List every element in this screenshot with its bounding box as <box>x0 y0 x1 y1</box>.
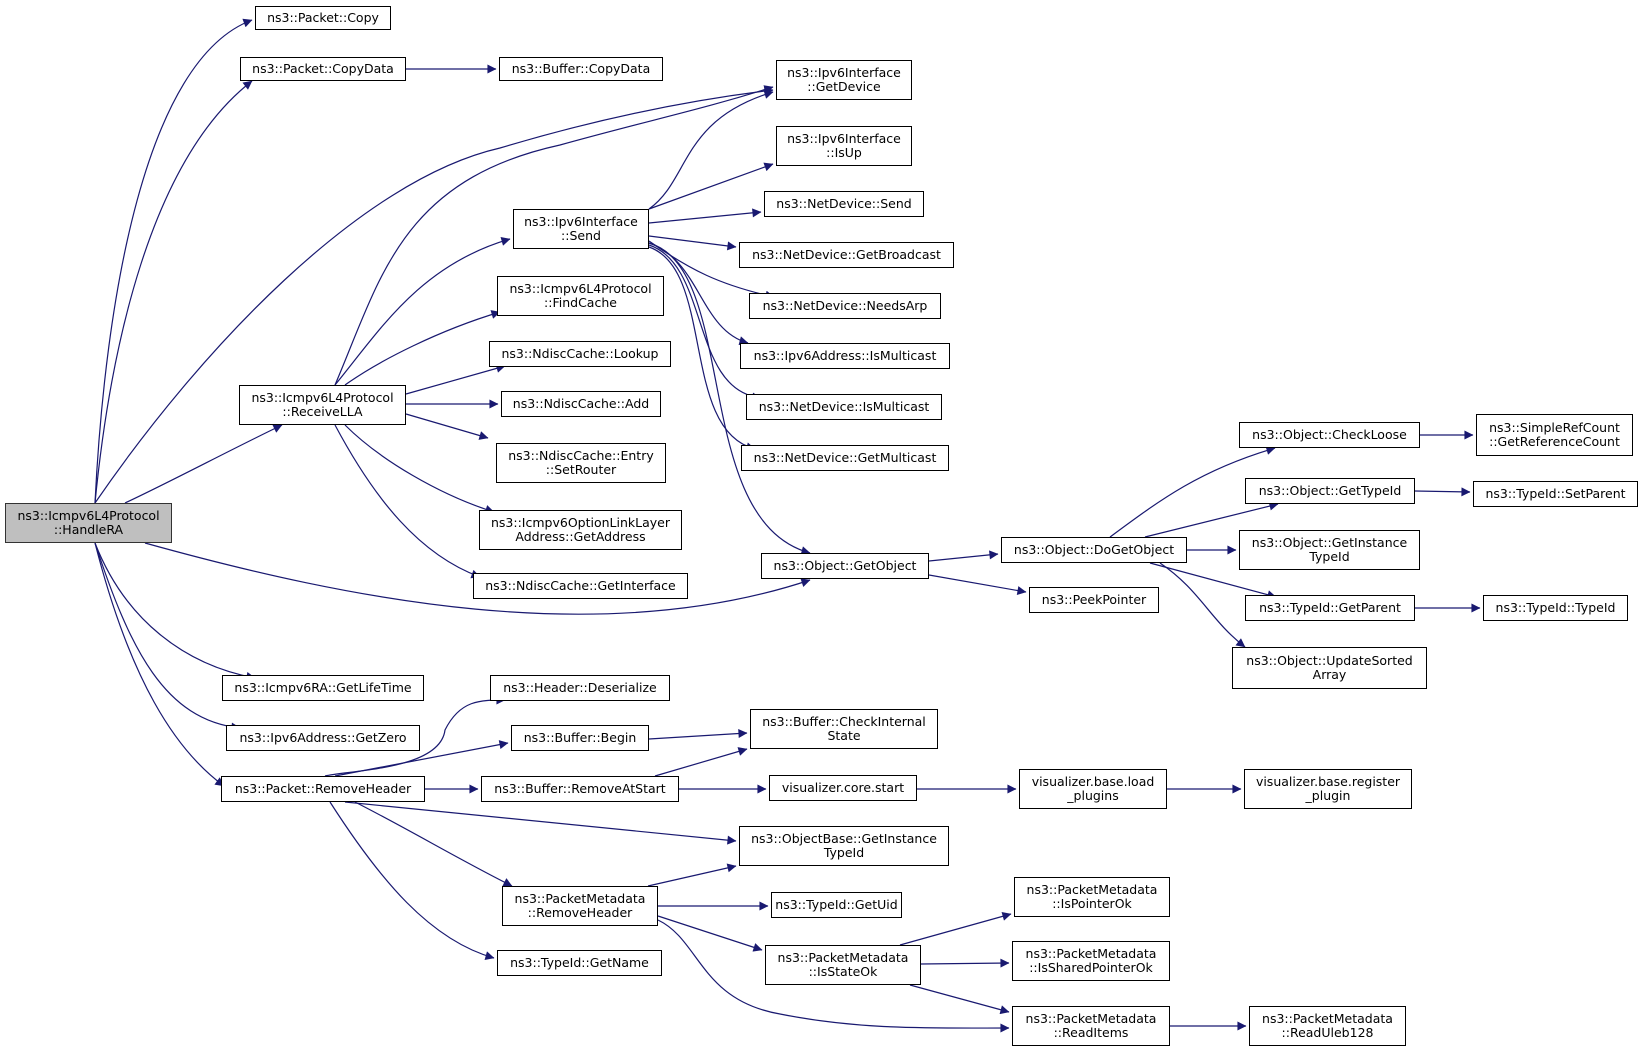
node-visualizer-base-register-plugin[interactable]: visualizer.base.register _plugin <box>1244 769 1412 809</box>
node-visualizer-core-start[interactable]: visualizer.core.start <box>769 775 917 801</box>
edge-isstateok-to-issharedpointerok <box>920 958 1010 968</box>
edge-receivella-to-linklayer-getaddress <box>344 424 495 514</box>
node-buffer-copydata[interactable]: ns3::Buffer::CopyData <box>499 57 663 81</box>
node-netdevice-needsarp[interactable]: ns3::NetDevice::NeedsArp <box>749 293 941 319</box>
node-header-deserialize[interactable]: ns3::Header::Deserialize <box>490 675 670 701</box>
edge-removeheader-to-pktmeta-removeheader <box>354 801 513 887</box>
edge-send-to-getbroadcast <box>648 235 737 251</box>
edge-dogetobject-to-getparent <box>1149 562 1277 600</box>
node-typeid-getname[interactable]: ns3::TypeId::GetName <box>497 950 662 976</box>
node-typeid-setparent[interactable]: ns3::TypeId::SetParent <box>1473 481 1638 507</box>
edge-handle-ra-to-getzero <box>94 542 241 732</box>
edge-send-to-isup <box>648 162 774 210</box>
edge-receivella-to-ndisc-getinterface <box>334 424 481 579</box>
node-packetmetadata-ispointerok[interactable]: ns3::PacketMetadata ::IsPointerOk <box>1014 877 1170 917</box>
edge-removeheader-to-buffer-begin <box>334 740 509 777</box>
edge-pktmeta-removeheader-to-objectbase <box>647 863 737 887</box>
node-peekpointer[interactable]: ns3::PeekPointer <box>1029 587 1159 613</box>
node-object-checkloose[interactable]: ns3::Object::CheckLoose <box>1239 422 1420 448</box>
node-ndisccache-entry-setrouter[interactable]: ns3::NdiscCache::Entry ::SetRouter <box>496 443 666 483</box>
node-object-dogetobject[interactable]: ns3::Object::DoGetObject <box>1001 537 1187 563</box>
node-packetmetadata-readuleb128[interactable]: ns3::PacketMetadata ::ReadUleb128 <box>1249 1006 1406 1046</box>
node-ipv6interface-getdevice[interactable]: ns3::Ipv6Interface ::GetDevice <box>776 60 912 100</box>
node-optionlinklayer-getaddress[interactable]: ns3::Icmpv6OptionLinkLayer Address::GetA… <box>479 510 682 550</box>
node-simplerefcount-getrefcount[interactable]: ns3::SimpleRefCount ::GetReferenceCount <box>1476 414 1633 456</box>
edge-send-to-needsarp <box>648 240 775 300</box>
node-ipv6address-ismulticast[interactable]: ns3::Ipv6Address::IsMulticast <box>740 343 950 369</box>
node-object-updatesortedarray[interactable]: ns3::Object::UpdateSorted Array <box>1232 647 1427 689</box>
node-packet-removeheader[interactable]: ns3::Packet::RemoveHeader <box>221 776 425 802</box>
node-netdevice-ismulticast[interactable]: ns3::NetDevice::IsMulticast <box>746 394 942 420</box>
node-buffer-removeatstart[interactable]: ns3::Buffer::RemoveAtStart <box>481 776 679 802</box>
edge-dogetobject-to-gettypeid <box>1144 501 1279 538</box>
node-packetmetadata-removeheader[interactable]: ns3::PacketMetadata ::RemoveHeader <box>502 886 658 926</box>
node-ndisccache-lookup[interactable]: ns3::NdiscCache::Lookup <box>489 341 671 367</box>
edge-send-to-netdevice-getmulticast <box>648 246 756 452</box>
edge-receivella-to-ipv6if-send <box>334 237 511 386</box>
edge-handle-ra-to-packet-copy <box>94 18 253 504</box>
node-object-getinstancetypeid[interactable]: ns3::Object::GetInstance TypeId <box>1239 530 1420 570</box>
edge-receivella-to-findcache <box>344 310 501 386</box>
edge-send-to-getdevice <box>648 90 774 210</box>
node-typeid-getuid[interactable]: ns3::TypeId::GetUid <box>771 892 902 918</box>
edge-handle-ra-to-getobject <box>144 542 811 615</box>
edge-handle-ra-to-receivella <box>124 424 283 504</box>
edge-isstateok-to-readitems <box>909 984 1010 1015</box>
node-packetmetadata-isstateok[interactable]: ns3::PacketMetadata ::IsStateOk <box>765 945 921 985</box>
node-netdevice-getbroadcast[interactable]: ns3::NetDevice::GetBroadcast <box>739 242 954 268</box>
edge-dogetobject-to-updatesortedarray <box>1159 562 1246 648</box>
edge-gettypeid-to-setparent <box>1414 487 1471 497</box>
edge-dogetobject-to-checkloose <box>1109 446 1276 538</box>
node-object-getobject[interactable]: ns3::Object::GetObject <box>761 553 929 579</box>
edge-send-to-getobject <box>648 242 811 556</box>
node-icmpv6-handlera: ns3::Icmpv6L4Protocol ::HandleRA <box>5 503 172 543</box>
edge-getobject-to-peekpointer <box>928 574 1027 595</box>
node-buffer-checkinternalstate[interactable]: ns3::Buffer::CheckInternal State <box>750 709 938 749</box>
edge-removeheader-to-typeid-getname <box>329 801 495 961</box>
node-netdevice-send[interactable]: ns3::NetDevice::Send <box>764 191 924 217</box>
edge-removeheader-to-objectbase-getinstancetypeid <box>344 801 737 845</box>
edge-pktmeta-removeheader-to-isstateok <box>657 915 763 952</box>
edge-handle-ra-to-ipv6if-getdevice <box>94 86 774 504</box>
edge-getobject-to-dogetobject <box>928 550 999 562</box>
node-buffer-begin[interactable]: ns3::Buffer::Begin <box>511 725 649 751</box>
node-ndisccache-add[interactable]: ns3::NdiscCache::Add <box>501 391 661 417</box>
edge-removeatstart-to-checkinternalstate <box>654 747 748 777</box>
edge-isstateok-to-ispointerok <box>899 911 1012 946</box>
edge-send-to-netdevice-send <box>648 208 762 224</box>
node-icmpv6-findcache[interactable]: ns3::Icmpv6L4Protocol ::FindCache <box>497 276 664 316</box>
node-ipv6address-getzero[interactable]: ns3::Ipv6Address::GetZero <box>226 725 420 751</box>
node-packetmetadata-issharedpointerok[interactable]: ns3::PacketMetadata ::IsSharedPointerOk <box>1012 941 1170 981</box>
edge-buffer-begin-to-checkinternalstate <box>648 729 748 740</box>
node-ndisccache-getinterface[interactable]: ns3::NdiscCache::GetInterface <box>473 573 688 599</box>
edge-receivella-to-ndisc-lookup <box>405 363 506 395</box>
node-visualizer-base-load-plugins[interactable]: visualizer.base.load _plugins <box>1019 769 1167 809</box>
node-object-gettypeid[interactable]: ns3::Object::GetTypeId <box>1245 478 1415 504</box>
edge-handle-ra-to-packet-copydata <box>94 80 253 504</box>
node-typeid-typeid[interactable]: ns3::TypeId::TypeId <box>1483 595 1628 621</box>
edge-handle-ra-to-getlifetime <box>94 542 256 681</box>
edge-handle-ra-to-packet-removeheader <box>94 542 225 787</box>
edge-receivella-to-ipv6if-getdevice <box>334 85 774 386</box>
node-objectbase-getinstancetypeid[interactable]: ns3::ObjectBase::GetInstance TypeId <box>739 826 949 866</box>
node-packet-copydata[interactable]: ns3::Packet::CopyData <box>240 57 406 81</box>
node-icmpv6-receivella[interactable]: ns3::Icmpv6L4Protocol ::ReceiveLLA <box>239 385 406 425</box>
node-netdevice-getmulticast[interactable]: ns3::NetDevice::GetMulticast <box>741 445 949 471</box>
node-typeid-getparent[interactable]: ns3::TypeId::GetParent <box>1245 595 1415 621</box>
node-packetmetadata-readitems[interactable]: ns3::PacketMetadata ::ReadItems <box>1012 1006 1170 1046</box>
node-icmpv6ra-getlifetime[interactable]: ns3::Icmpv6RA::GetLifeTime <box>222 675 424 701</box>
edge-send-to-netdevice-ismulticast <box>648 244 762 402</box>
node-packet-copy[interactable]: ns3::Packet::Copy <box>255 6 391 30</box>
node-ipv6interface-isup[interactable]: ns3::Ipv6Interface ::IsUp <box>776 126 912 166</box>
edge-receivella-to-entry-setrouter <box>405 413 489 440</box>
node-ipv6interface-send[interactable]: ns3::Ipv6Interface ::Send <box>513 209 649 249</box>
edge-pktmeta-removeheader-to-readitems <box>657 919 1010 1033</box>
